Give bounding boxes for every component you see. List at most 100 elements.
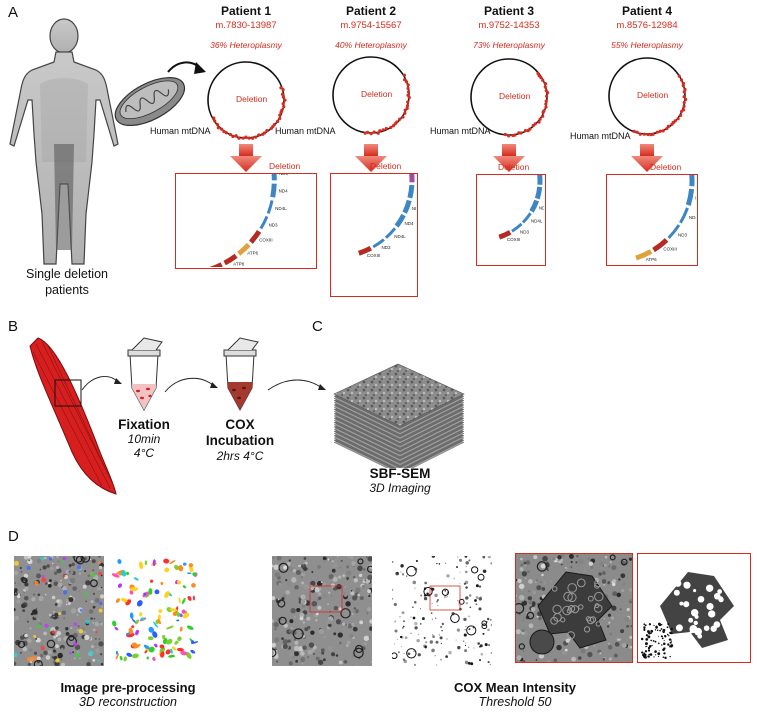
deletion-marker [403,74,406,77]
gene-segment [537,187,539,199]
fixation-tube-icon [122,336,166,412]
gene-label: COXIII [663,247,677,252]
cox-title-1: COX [195,417,285,433]
deletion-marker [538,118,541,121]
patient-title: Patient 4 [587,4,707,18]
deletion-marker [659,130,662,133]
gene-label: ND3 [678,232,687,237]
panel-letter-b: B [8,318,18,335]
deletion-marker [385,127,388,130]
deletion-label-circle: Deletion [236,94,267,104]
deletion-label-circle: Deletion [499,91,530,101]
gene-segment [397,215,404,226]
sbf-sem-label: SBF-SEM 3D Imaging [345,466,455,495]
human-mtdna-label: Human mtDNA [570,131,631,141]
gene-segment [539,175,540,185]
deletion-marker [656,131,659,134]
gene-segment [680,208,687,223]
patient-title: Patient 1 [186,4,306,18]
deletion-marker [643,133,646,136]
deletion-marker [511,134,514,137]
deletion-marker [261,133,264,136]
gene-label: ND5 [279,174,288,176]
deletion-marker [545,100,548,103]
patient-mutation: m.9754-15567 [311,20,431,31]
fixation-time: 10min [104,432,184,446]
deletion-marker [639,133,642,136]
gene-segment [411,174,412,182]
zoomed-em-image [515,553,633,663]
human-mtdna-label: Human mtDNA [150,126,211,136]
deletion-marker [281,88,284,91]
em-image-raw [14,556,104,666]
gene-label: ND4 [695,196,696,201]
down-arrow-icon [230,144,262,172]
patient-mutation: m.7830-13987 [186,20,306,31]
deletion-marker [251,137,254,140]
gene-segment [209,265,222,267]
patient-heteroplasmy: 55% Heteroplasmy [587,40,707,50]
gene-label: ATP6 [646,257,657,262]
deletion-gene-box: ND5ND4ND4LND3COXIIIATP6 [606,174,698,266]
gene-label: ND4 [539,206,544,211]
deletion-marker [369,132,372,135]
deletion-marker [237,137,240,140]
gene-segment [691,175,692,186]
deletion-label-box: Deletion [269,161,300,171]
deletion-marker [676,117,679,120]
human-mtdna-label: Human mtDNA [430,126,491,136]
deletion-label-box: Deletion [370,161,401,171]
deletion-marker [541,115,544,118]
deletion-marker [212,116,215,119]
deletion-gene-box: ND6ND5ND4ND4LND3COXIII [476,174,546,266]
deletion-marker [398,118,401,121]
deletion-marker [682,105,685,108]
deletion-marker [248,137,251,140]
cox-intensity-subtitle: Threshold 50 [400,695,630,709]
deletion-label-circle: Deletion [361,89,392,99]
gene-segment [688,189,691,205]
deletion-marker [403,112,406,115]
gene-segment [251,231,259,242]
deletion-marker [532,124,535,127]
gene-label: ND3 [269,222,278,227]
sbf-sem-subtitle: 3D Imaging [345,481,455,495]
deletion-marker [282,102,285,105]
cox-detail: 2hrs 4°C [195,449,285,463]
deletion-marker [683,101,686,104]
deletion-marker [680,78,683,81]
preprocessing-title: Image pre-processing [28,680,228,695]
panel-letter-d: D [8,528,19,545]
deletion-marker [283,98,286,101]
deletion-marker [377,132,380,135]
cox-title-2: Incubation [195,433,285,449]
gene-label: ND3 [382,245,391,250]
deletion-marker [504,133,507,136]
patient-heteroplasmy: 73% Heteroplasmy [449,40,569,50]
deletion-marker [282,105,285,108]
gene-segment [273,174,274,180]
gene-label: ATP8 [233,261,244,266]
gene-label: ATP6 [247,251,258,256]
deletion-marker [392,124,395,127]
patient-heteroplasmy: 40% Heteroplasmy [311,40,431,50]
gene-label: ND5 [412,206,416,211]
gene-label: ND4 [405,221,414,226]
deletion-marker [254,135,257,138]
deletion-marker [217,126,220,129]
gene-segment [261,216,267,228]
human-mtdna-label: Human mtDNA [275,126,336,136]
deletion-marker [649,133,652,136]
gene-label: ND4L [531,219,543,224]
panel-letter-c: C [312,318,323,335]
patient-title: Patient 3 [449,4,569,18]
deletion-marker [282,96,285,99]
deletion-marker [680,110,683,113]
deletion-marker [546,91,549,94]
patient-mutation: m.9752-14353 [449,20,569,31]
deletion-marker [406,87,409,90]
preprocessing-subtitle: 3D reconstruction [28,695,228,709]
deletion-marker [539,76,542,79]
fixation-title: Fixation [104,417,184,432]
deletion-marker [408,96,411,99]
